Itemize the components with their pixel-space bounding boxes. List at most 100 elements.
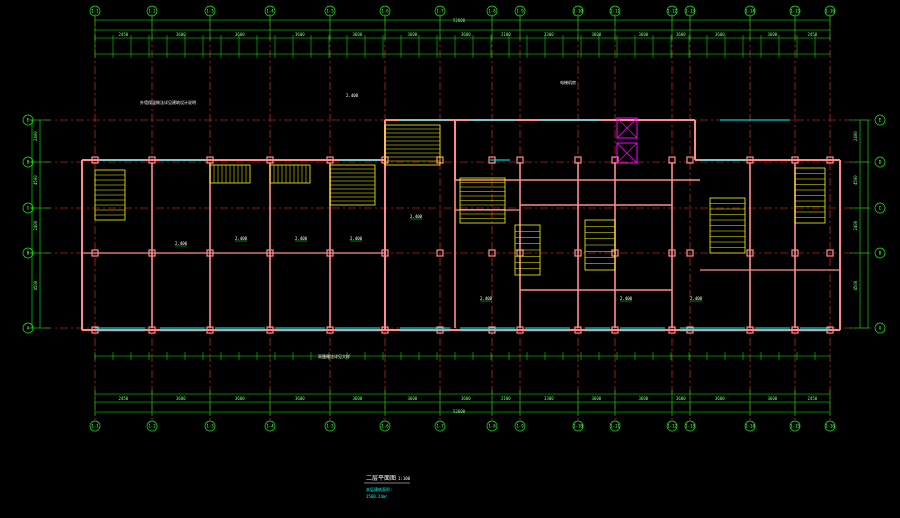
axis-bubble-label: 1-15: [790, 423, 800, 428]
column: [791, 156, 799, 164]
elevator: [616, 142, 638, 164]
column: [668, 156, 676, 164]
note-bottom: 雨篷做法详见大样: [318, 353, 350, 359]
dim-label-top: 3300: [544, 32, 554, 37]
axis-bubble-label: B: [27, 250, 30, 255]
axis-bubble: [874, 322, 886, 334]
column: [148, 156, 156, 164]
axis-bubble: [146, 5, 158, 17]
axis-bubble-label: 1-7: [436, 8, 444, 13]
dim-label-side: 4500: [853, 175, 858, 185]
axis-bubble: [874, 156, 886, 168]
room-elevation-label: 2.400: [410, 214, 423, 219]
axis-bubble-label: 1-9: [516, 8, 524, 13]
axis-bubble-label: D: [879, 159, 882, 164]
axis-bubble-label: 1-6: [381, 423, 389, 428]
dim-label-side: 4500: [33, 280, 38, 290]
axis-bubble: [22, 247, 34, 259]
column: [91, 156, 99, 164]
column: [668, 249, 676, 257]
room-elevation-label: 2.400: [175, 241, 188, 246]
column: [381, 326, 389, 334]
axis-bubble-label: D: [27, 159, 30, 164]
axis-bubble: [824, 420, 836, 432]
column: [436, 326, 444, 334]
note-top-right: 电梯机房: [560, 79, 576, 85]
axis-bubble-label: 1-2: [148, 423, 156, 428]
drawing-scale: 1:100: [398, 476, 411, 481]
column: [516, 326, 524, 334]
column: [746, 326, 754, 334]
axis-bubble: [22, 114, 34, 126]
column: [516, 156, 524, 164]
dim-label-bottom: 3600: [295, 396, 305, 401]
axis-bubble: [666, 5, 678, 17]
column: [686, 326, 694, 334]
dim-label-bottom: 3600: [353, 396, 363, 401]
axis-bubble: [514, 5, 526, 17]
axis-bubble: [486, 420, 498, 432]
axis-bubble: [22, 156, 34, 168]
axis-bubble: [684, 420, 696, 432]
axis-bubble: [874, 202, 886, 214]
dim-label-top: 3600: [715, 32, 725, 37]
dim-label-top: 3600: [176, 32, 186, 37]
axis-bubble: [324, 5, 336, 17]
column: [791, 249, 799, 257]
column: [326, 326, 334, 334]
axis-bubble-label: 1-13: [685, 423, 695, 428]
overall-dimension-bottom: 52600: [453, 409, 466, 414]
axis-bubble: [379, 420, 391, 432]
column: [574, 156, 582, 164]
note-mid: 2.400: [346, 93, 359, 98]
axis-bubble: [789, 420, 801, 432]
axis-bubble-label: 1-5: [326, 423, 334, 428]
column: [206, 156, 214, 164]
axis-bubble-label: 1-8: [488, 8, 496, 13]
column: [266, 156, 274, 164]
axis-bubble-label: 1-11: [610, 423, 620, 428]
room-elevation-label: 2.400: [690, 296, 703, 301]
dimension-lines: [30, 14, 870, 416]
column: [574, 249, 582, 257]
axis-bubble: [146, 420, 158, 432]
axis-bubble-label: 1-1: [91, 423, 99, 428]
room-elevation-label: 2.400: [620, 296, 633, 301]
axis-bubble-label: 1-12: [667, 423, 677, 428]
dim-label-side: 4500: [33, 175, 38, 185]
room-elevation-label: 2.400: [235, 236, 248, 241]
elevator-x: [616, 142, 638, 164]
dim-label-side: 2400: [33, 220, 38, 230]
dim-label-top: 3600: [408, 32, 418, 37]
dim-label-top: 3600: [235, 32, 245, 37]
column: [326, 249, 334, 257]
axis-bubble-label: 1-14: [745, 8, 755, 13]
axis-bubble-label: 1-16: [825, 8, 835, 13]
column: [826, 326, 834, 334]
axis-bubble-label: E: [27, 117, 30, 122]
dim-label-bottom: 3600: [235, 396, 245, 401]
column: [266, 249, 274, 257]
dim-label-side: 2400: [33, 131, 38, 141]
axis-bubble: [609, 420, 621, 432]
column: [91, 326, 99, 334]
axis-bubble-label: 1-9: [516, 423, 524, 428]
dim-label-top: 3600: [676, 32, 686, 37]
axis-bubble: [486, 5, 498, 17]
axis-bubble: [434, 5, 446, 17]
axis-bubble: [789, 5, 801, 17]
axis-bubble: [89, 420, 101, 432]
dim-label-top: 2450: [808, 32, 818, 37]
stair-symbols: [94, 117, 826, 276]
axis-bubble-label: 1-14: [745, 423, 755, 428]
axis-bubble-label: 1-11: [610, 8, 620, 13]
column: [746, 249, 754, 257]
column: [746, 156, 754, 164]
axis-bubble: [379, 5, 391, 17]
dim-label-top: 3600: [639, 32, 649, 37]
column: [686, 249, 694, 257]
axis-bubble-label: E: [879, 117, 882, 122]
axis-bubble: [609, 5, 621, 17]
axis-bubble-label: 1-1: [91, 8, 99, 13]
